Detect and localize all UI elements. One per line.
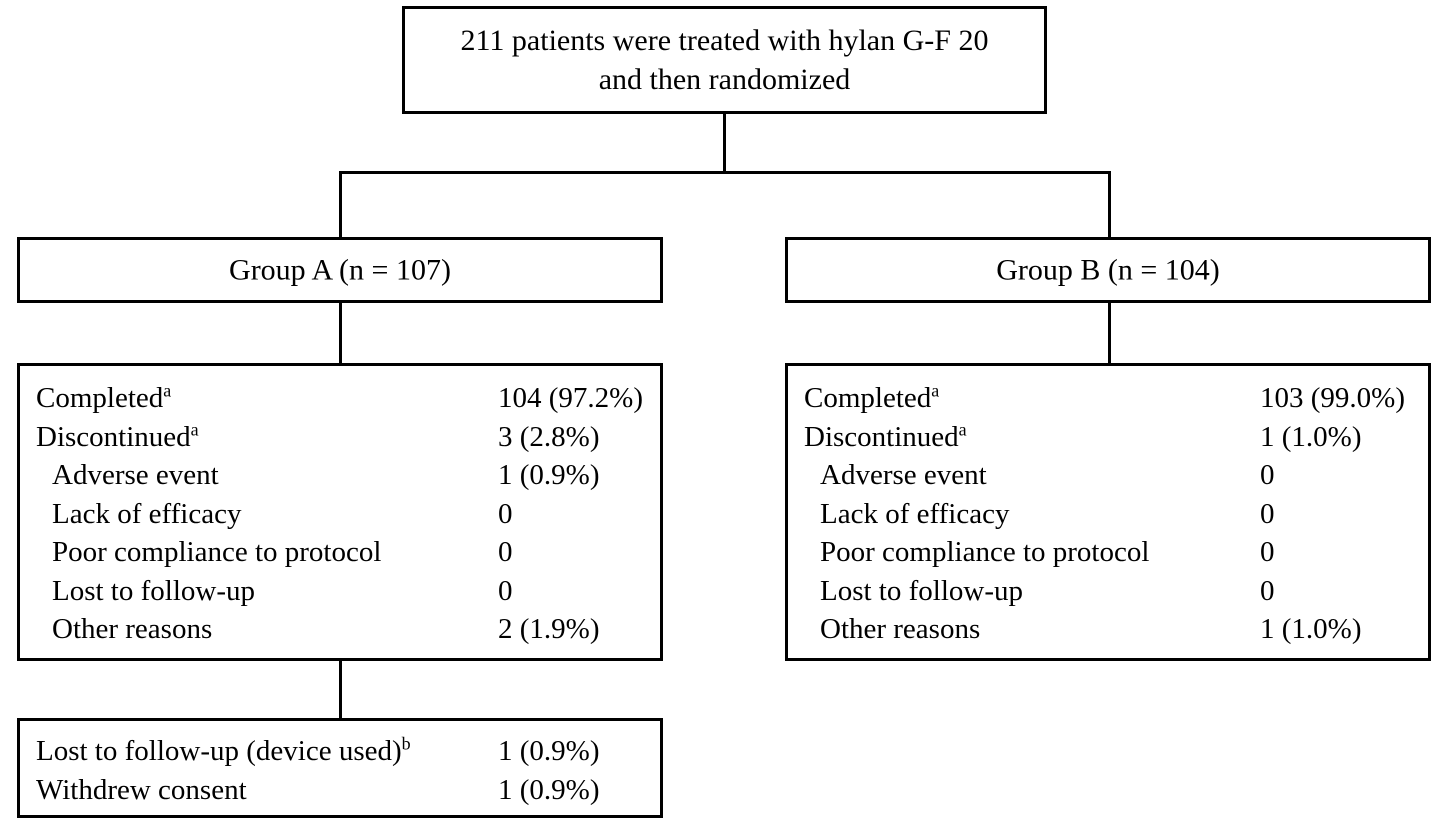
disposition-label: Poor compliance to protocol (52, 536, 382, 568)
disposition-row: Lack of efficacy 0 (20, 495, 660, 534)
disposition-value: 1 (0.9%) (498, 459, 600, 491)
footnote-marker: a (931, 380, 940, 401)
group-a-box: Group A (n = 107) (17, 237, 663, 303)
disposition-value: 0 (1260, 459, 1275, 491)
disposition-value: 0 (498, 574, 513, 607)
other-reasons-label: Lost to follow-up (device used)b (36, 733, 411, 767)
disposition-row: Completeda 103 (99.0%) (788, 379, 1428, 418)
connector-to-group-a (339, 171, 342, 238)
disposition-label: Other reasons (52, 613, 213, 645)
footnote-marker: b (401, 733, 411, 754)
footnote-marker: a (958, 418, 967, 439)
group-a-label: Group A (n = 107) (229, 253, 451, 287)
disposition-label: Lack of efficacy (52, 497, 242, 530)
disposition-row: Lost to follow-up 0 (788, 572, 1428, 611)
disposition-row: Poor compliance to protocol 0 (788, 533, 1428, 572)
disposition-label: Lack of efficacy (820, 497, 1010, 530)
disposition-value: 0 (498, 536, 513, 568)
connector-disposition-to-other-reasons (339, 661, 342, 718)
disposition-row: Lost to follow-up 0 (20, 572, 660, 611)
disposition-label: Other reasons (820, 613, 981, 645)
disposition-label: Completeda (36, 380, 172, 414)
disposition-value: 0 (1260, 536, 1275, 568)
group-a-disposition-box: Completeda 104 (97.2%) Discontinueda 3 (… (17, 363, 663, 661)
group-b-label: Group B (n = 104) (996, 253, 1220, 287)
disposition-label: Poor compliance to protocol (820, 536, 1150, 568)
disposition-label: Completeda (804, 380, 940, 414)
disposition-row: Discontinueda 1 (1.0%) (788, 418, 1428, 457)
disposition-value: 104 (97.2%) (498, 382, 643, 414)
randomization-text: 211 patients were treated with hylan G-F… (405, 21, 1044, 99)
group-b-box: Group B (n = 104) (785, 237, 1431, 303)
disposition-value: 0 (1260, 574, 1275, 607)
other-reasons-detail-box: Lost to follow-up (device used)b 1 (0.9%… (17, 718, 663, 818)
group-a-disposition-rows: Completeda 104 (97.2%) Discontinueda 3 (… (20, 366, 660, 658)
disposition-label: Discontinueda (36, 418, 199, 453)
disposition-row: Discontinueda 3 (2.8%) (20, 418, 660, 457)
disposition-row: Other reasons 1 (1.0%) (788, 610, 1428, 649)
disposition-row: Other reasons 2 (1.9%) (20, 610, 660, 649)
disposition-label: Adverse event (820, 459, 987, 491)
disposition-value: 103 (99.0%) (1260, 382, 1405, 414)
other-reasons-value: 1 (0.9%) (498, 735, 600, 767)
randomization-line-1: 211 patients were treated with hylan G-F… (460, 24, 989, 57)
footnote-marker: a (163, 380, 172, 401)
disposition-label: Lost to follow-up (820, 574, 1023, 607)
disposition-row: Lack of efficacy 0 (788, 495, 1428, 534)
randomization-box: 211 patients were treated with hylan G-F… (402, 6, 1047, 114)
disposition-label: Adverse event (52, 459, 219, 491)
other-reasons-value: 1 (0.9%) (498, 773, 600, 806)
disposition-value: 0 (498, 497, 513, 530)
connector-split-bar (339, 171, 1111, 174)
other-reasons-row: Lost to follow-up (device used)b 1 (0.9%… (20, 732, 660, 771)
disposition-row: Poor compliance to protocol 0 (20, 533, 660, 572)
disposition-value: 2 (1.9%) (498, 613, 600, 645)
disposition-value: 1 (1.0%) (1260, 420, 1362, 453)
other-reasons-row: Withdrew consent 1 (0.9%) (20, 771, 660, 810)
disposition-value: 1 (1.0%) (1260, 613, 1362, 645)
connector-group-b-to-disposition (1108, 303, 1111, 363)
group-b-disposition-box: Completeda 103 (99.0%) Discontinueda 1 (… (785, 363, 1431, 661)
randomization-line-2: and then randomized (598, 63, 851, 96)
footnote-marker: a (190, 418, 199, 439)
disposition-label: Discontinueda (804, 418, 967, 453)
connector-group-a-to-disposition (339, 303, 342, 363)
connector-randomization-stem (723, 114, 726, 172)
disposition-row: Adverse event 0 (788, 456, 1428, 495)
other-reasons-label: Withdrew consent (36, 773, 247, 806)
disposition-row: Completeda 104 (97.2%) (20, 379, 660, 418)
other-reasons-rows: Lost to follow-up (device used)b 1 (0.9%… (20, 721, 660, 815)
disposition-value: 0 (1260, 497, 1275, 530)
disposition-row: Adverse event 1 (0.9%) (20, 456, 660, 495)
group-b-disposition-rows: Completeda 103 (99.0%) Discontinueda 1 (… (788, 366, 1428, 658)
disposition-label: Lost to follow-up (52, 574, 255, 607)
disposition-value: 3 (2.8%) (498, 420, 600, 453)
connector-to-group-b (1108, 171, 1111, 238)
